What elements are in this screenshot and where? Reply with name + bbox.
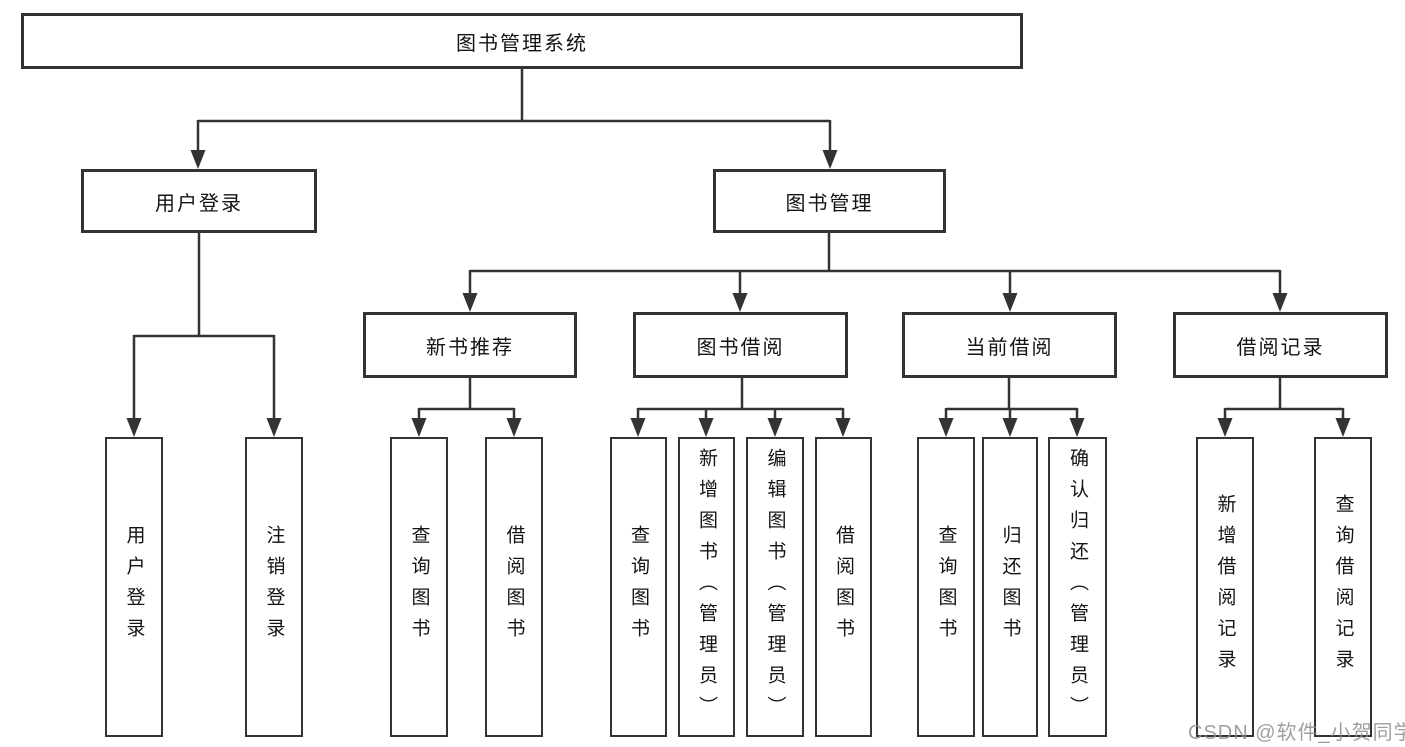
node-root-label: 图书管理系统 xyxy=(456,32,588,55)
leaf-query-books-current: 查询图书 xyxy=(917,437,975,737)
leaf-add-book-admin: 新增图书（管理员） xyxy=(678,437,735,737)
leaf-edit-book-admin: 编辑图书（管理员） xyxy=(746,437,804,737)
leaf-logout: 注销登录 xyxy=(245,437,303,737)
leaf-borrow-books-recommend-label: 借阅图书 xyxy=(503,525,525,649)
leaf-query-books-borrow-label: 查询图书 xyxy=(628,525,649,649)
leaf-borrow-books-label: 借阅图书 xyxy=(833,525,854,649)
leaf-query-borrow-record-label: 查询借阅记录 xyxy=(1332,494,1354,680)
leaf-query-books-recommend: 查询图书 xyxy=(390,437,448,737)
node-new-book-recommend-label: 新书推荐 xyxy=(426,336,514,359)
leaf-query-borrow-record: 查询借阅记录 xyxy=(1314,437,1372,737)
leaf-edit-book-admin-label: 编辑图书（管理员） xyxy=(764,447,786,727)
leaf-confirm-return-admin-label: 确认归还（管理员） xyxy=(1067,447,1088,727)
node-root: 图书管理系统 xyxy=(21,13,1023,69)
leaf-borrow-books: 借阅图书 xyxy=(815,437,872,737)
leaf-query-books-recommend-label: 查询图书 xyxy=(408,525,430,649)
node-new-book-recommend: 新书推荐 xyxy=(363,312,577,378)
leaf-logout-label: 注销登录 xyxy=(263,525,285,649)
leaf-user-login: 用户登录 xyxy=(105,437,163,737)
node-current-borrow-label: 当前借阅 xyxy=(965,336,1054,359)
leaf-return-books: 归还图书 xyxy=(982,437,1038,737)
leaf-confirm-return-admin: 确认归还（管理员） xyxy=(1048,437,1107,737)
node-book-borrow: 图书借阅 xyxy=(633,312,848,378)
leaf-user-login-label: 用户登录 xyxy=(123,525,145,649)
watermark: CSDN @软件_小贺同学 xyxy=(1188,722,1405,744)
node-book-borrow-label: 图书借阅 xyxy=(696,336,785,359)
node-user-login: 用户登录 xyxy=(81,169,317,233)
leaf-add-borrow-record-label: 新增借阅记录 xyxy=(1214,494,1236,680)
leaf-add-book-admin-label: 新增图书（管理员） xyxy=(696,447,717,727)
leaf-query-books-current-label: 查询图书 xyxy=(935,525,957,649)
leaf-borrow-books-recommend: 借阅图书 xyxy=(485,437,543,737)
node-current-borrow: 当前借阅 xyxy=(902,312,1117,378)
node-borrow-records: 借阅记录 xyxy=(1173,312,1388,378)
node-user-login-label: 用户登录 xyxy=(155,192,243,215)
node-book-management-label: 图书管理 xyxy=(785,192,874,215)
leaf-query-books-borrow: 查询图书 xyxy=(610,437,667,737)
leaf-add-borrow-record: 新增借阅记录 xyxy=(1196,437,1254,737)
node-book-management: 图书管理 xyxy=(713,169,946,233)
leaf-return-books-label: 归还图书 xyxy=(999,525,1021,649)
node-borrow-records-label: 借阅记录 xyxy=(1236,336,1325,359)
